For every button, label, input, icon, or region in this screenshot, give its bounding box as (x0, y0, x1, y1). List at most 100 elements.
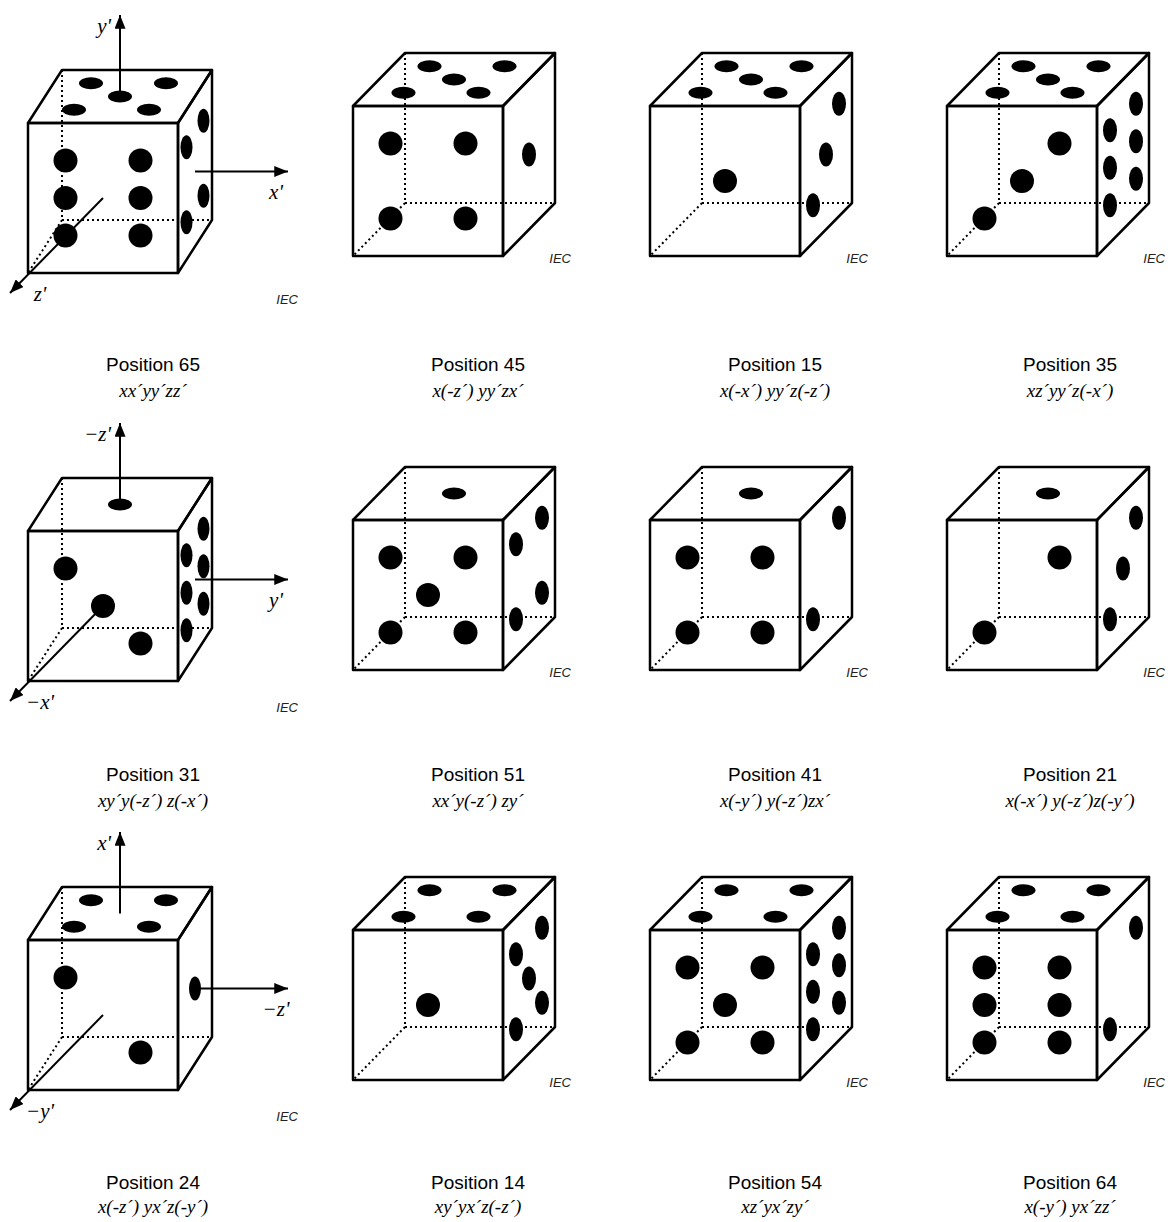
die-pip (416, 993, 440, 1017)
hidden-edge (650, 617, 702, 670)
die-front-face (947, 930, 1097, 1080)
position-title: Position 54 (728, 1173, 822, 1194)
hidden-edge (701, 53, 703, 203)
die-pip (493, 60, 517, 72)
axis-arrow (10, 606, 103, 701)
die-pip (715, 884, 739, 896)
die-pip (1061, 87, 1085, 99)
die-pip (973, 956, 997, 980)
die-pip (689, 87, 713, 99)
axis-arrow (10, 1015, 103, 1110)
die-pip (973, 207, 997, 231)
watermark: IEC (276, 293, 298, 307)
die-right-face (800, 877, 852, 1080)
die-pip (198, 517, 210, 541)
hidden-edge (998, 53, 1000, 203)
die-pip (154, 894, 178, 906)
watermark: IEC (846, 252, 868, 266)
die-top-face (650, 877, 852, 930)
die-pip (62, 104, 86, 116)
axis-label: y' (97, 15, 111, 38)
watermark: IEC (549, 666, 571, 680)
die-pip (832, 506, 846, 530)
die-pip (790, 884, 814, 896)
die-right-face (503, 877, 555, 1080)
die-pip (442, 74, 466, 86)
axis-formula: xz´yy´z(-x´) (1027, 381, 1113, 402)
die-pip (137, 921, 161, 933)
die-pip (535, 506, 549, 530)
hidden-edge (405, 202, 555, 204)
watermark: IEC (549, 252, 571, 266)
die-pip (973, 1031, 997, 1055)
die-pip (764, 911, 788, 923)
hidden-edge (61, 887, 63, 1037)
hidden-edge (650, 203, 702, 256)
die-front-face (353, 520, 503, 670)
die (650, 877, 852, 1080)
axis-label: x' (97, 832, 111, 855)
axis-arrow (10, 198, 103, 293)
die (650, 467, 852, 670)
die-pip (832, 953, 846, 977)
die-pip (806, 193, 820, 217)
axis-label: −z' (263, 998, 290, 1021)
die-top-face (947, 467, 1149, 520)
die-pip (676, 956, 700, 980)
hidden-edge (702, 616, 852, 618)
axis-label: y' (269, 589, 283, 612)
hidden-edge (947, 203, 999, 256)
die-pip (713, 169, 737, 193)
die-pip (1048, 956, 1072, 980)
position-title: Position 31 (106, 765, 200, 786)
watermark: IEC (1143, 252, 1165, 266)
axis-formula: xy´y(-z´) z(-x´) (98, 791, 208, 812)
axis-arrow (195, 171, 288, 173)
watermark: IEC (846, 1076, 868, 1090)
die-pip (676, 1031, 700, 1055)
axis-arrow (119, 15, 121, 97)
die-front-face (947, 106, 1097, 256)
hidden-edge (61, 478, 63, 628)
axis-formula: xy´yx´z(-z´) (435, 1197, 521, 1218)
die-right-face (1097, 467, 1149, 670)
hidden-edge (353, 617, 405, 670)
die-pip (79, 77, 103, 89)
die-pip (54, 557, 78, 581)
axis-label: x' (269, 181, 283, 204)
die-pip (509, 1017, 523, 1041)
die-pip (1087, 884, 1111, 896)
die-pip (1129, 129, 1143, 153)
die-pip (713, 993, 737, 1017)
axis-formula: x(-y´) yx´zz´ (1024, 1197, 1115, 1218)
axis-formula: x(-x´) yy´z(-z´) (720, 381, 830, 402)
die-pip (751, 546, 775, 570)
die-pip (751, 621, 775, 645)
die-pip (535, 581, 549, 605)
die-pip (509, 607, 523, 631)
hidden-edge (701, 877, 703, 1027)
watermark: IEC (846, 666, 868, 680)
hidden-edge (702, 1026, 852, 1028)
die-pip (986, 87, 1010, 99)
watermark: IEC (276, 701, 298, 715)
hidden-edge (62, 1036, 212, 1038)
hidden-edge (702, 202, 852, 204)
watermark: IEC (276, 1110, 298, 1124)
die-pip (467, 911, 491, 923)
hidden-edge (998, 877, 1000, 1027)
die-pip (522, 143, 536, 167)
watermark: IEC (1143, 666, 1165, 680)
position-title: Position 14 (431, 1173, 525, 1194)
die-pip (832, 991, 846, 1015)
die-top-face (650, 467, 852, 520)
die-pip (1036, 488, 1060, 500)
die-pip (832, 916, 846, 940)
die (947, 467, 1149, 670)
die-pip (62, 921, 86, 933)
die-right-face (800, 467, 852, 670)
die-pip (986, 911, 1010, 923)
die-front-face (650, 106, 800, 256)
